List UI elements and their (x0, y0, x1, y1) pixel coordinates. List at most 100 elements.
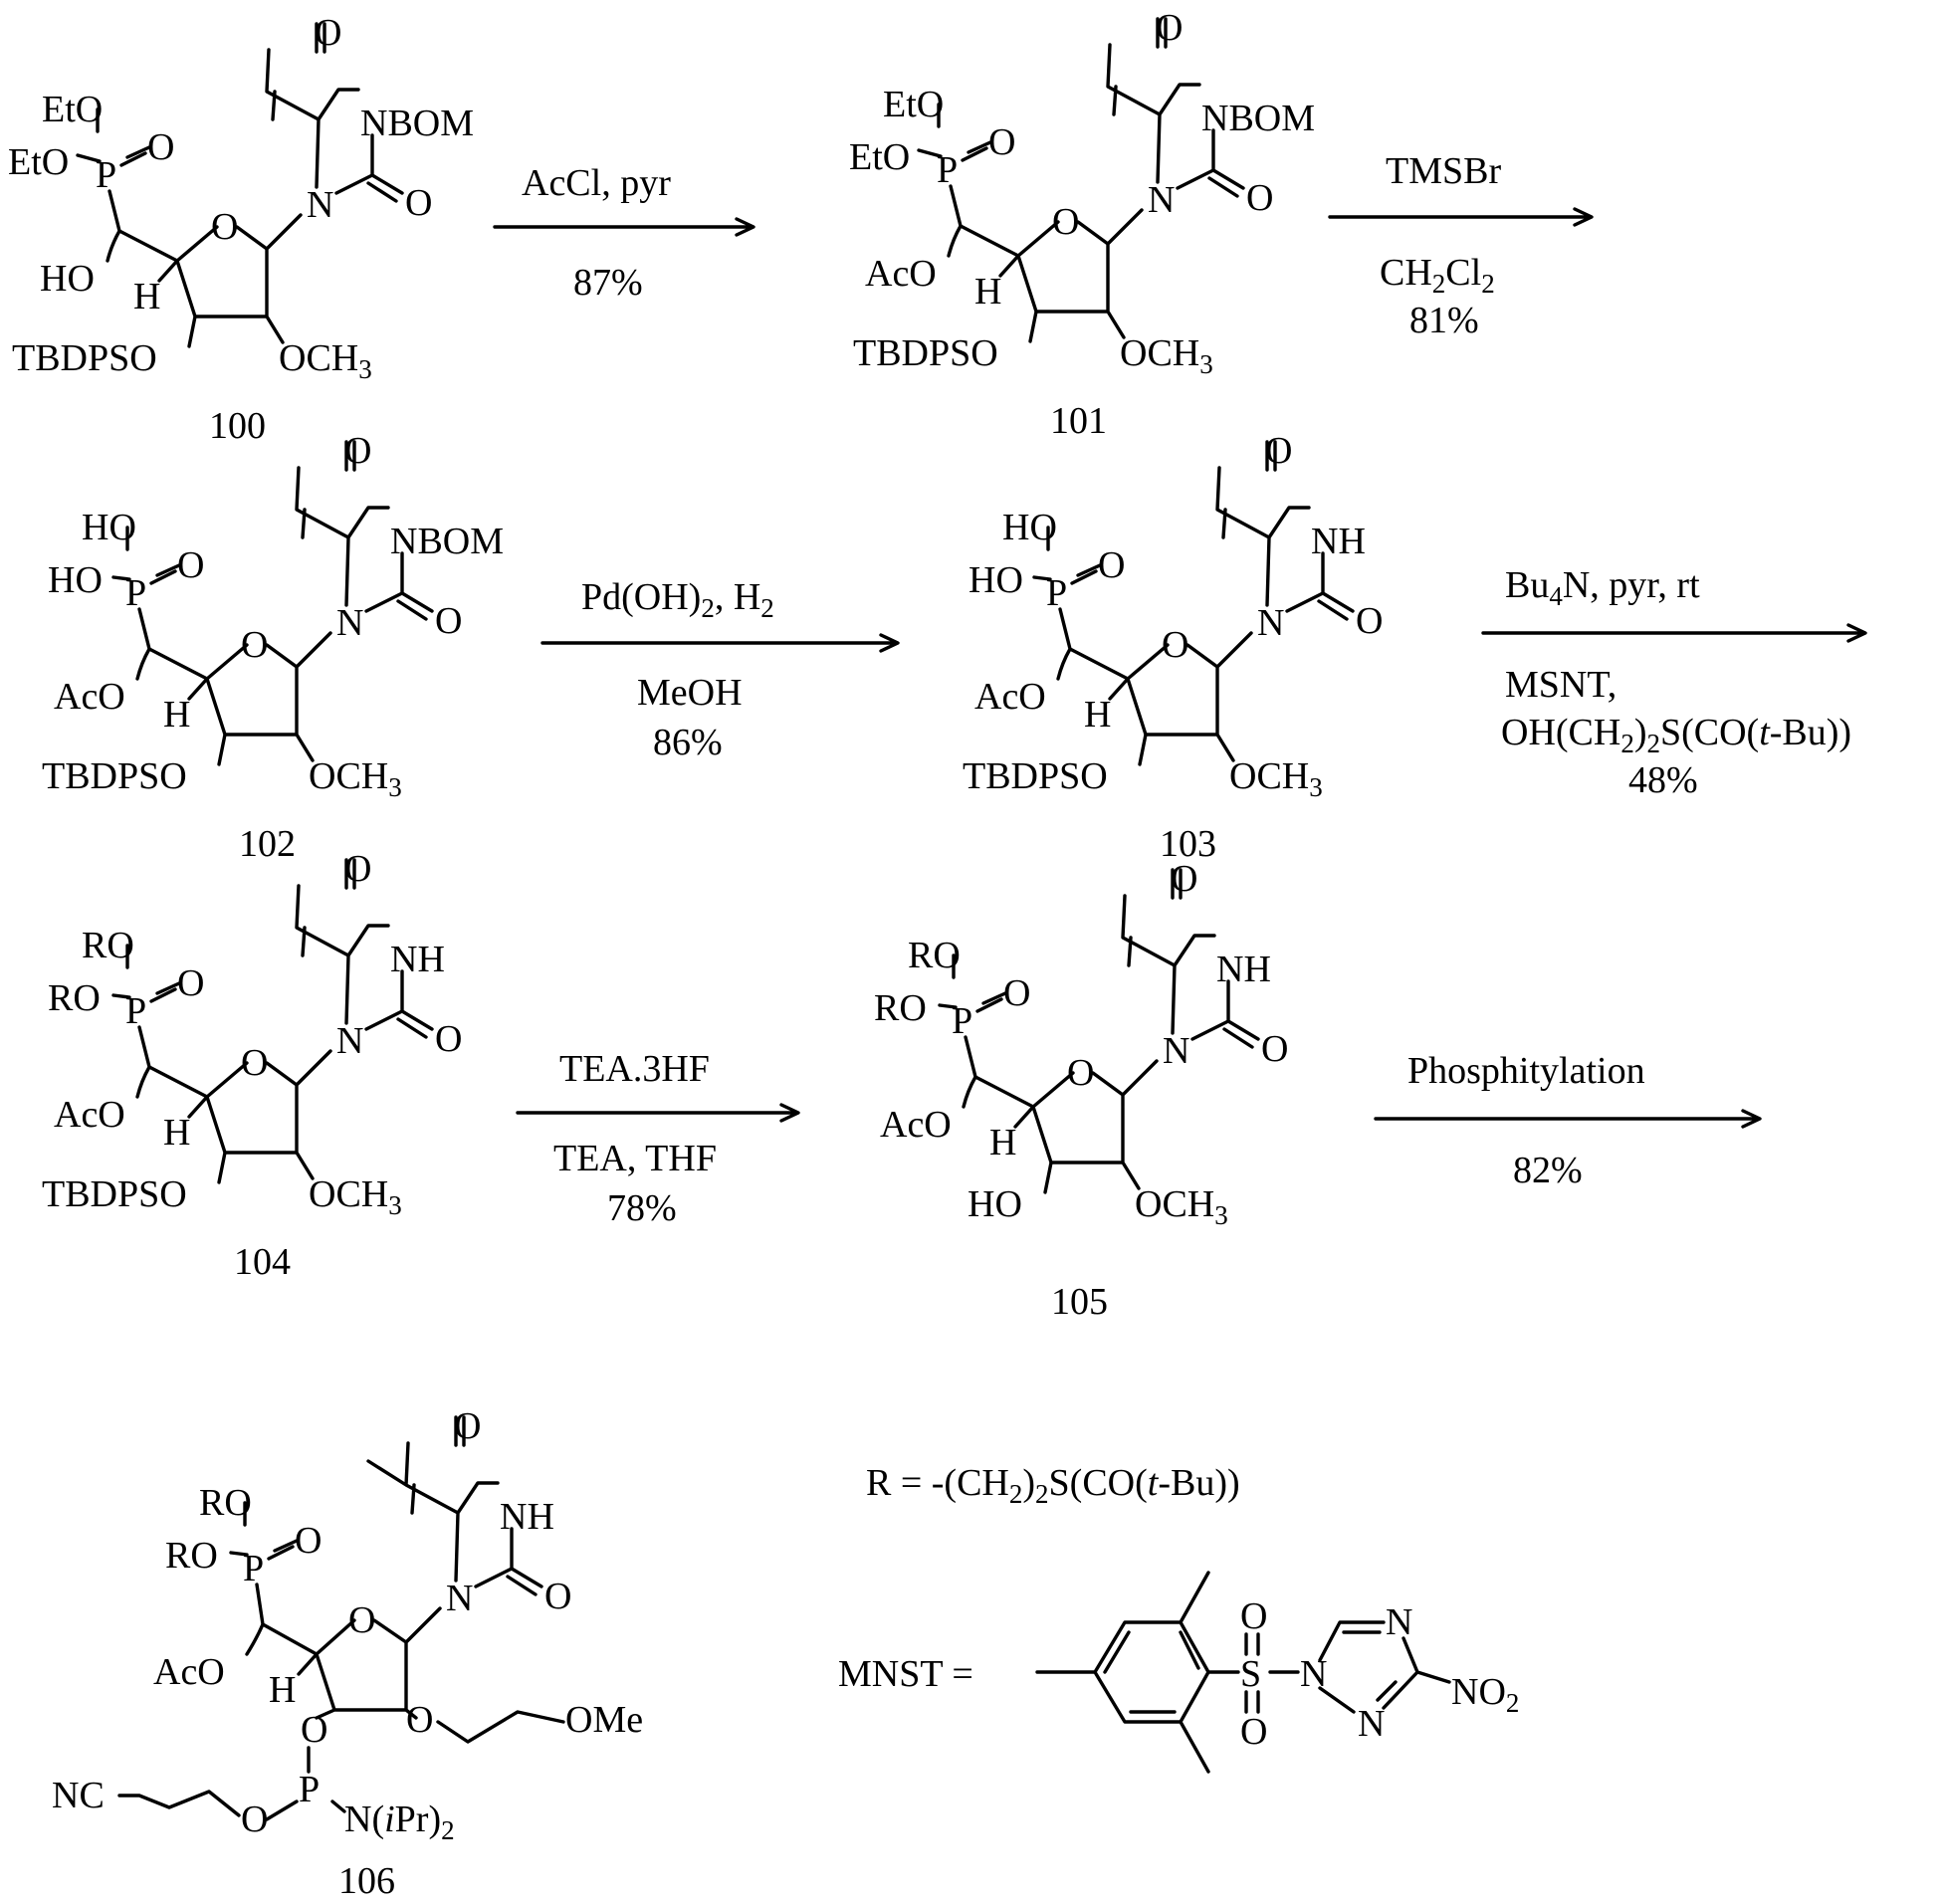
c2-ether-oxygen: O (406, 1699, 433, 1741)
compound-number: 102 (239, 823, 296, 865)
n1-atom: N (446, 1578, 473, 1619)
c4-oxygen: O (344, 848, 371, 890)
arrow-shape (1330, 209, 1592, 225)
compound-100: EtO EtO P O HO H O TBDPSO OCH3 N NBOM O … (8, 12, 474, 447)
phos-substituent-2: EtO (849, 136, 910, 178)
n1-atom: N (336, 602, 363, 644)
reaction-3-solvent: MeOH (637, 672, 743, 714)
phosphoryl-oxygen: O (177, 544, 204, 586)
bond-lines (113, 442, 432, 764)
reaction-arrow-2: TMSBr CH2Cl2 81% (1330, 150, 1592, 341)
n1-atom: N (1163, 1030, 1189, 1072)
compound-106: RO RO P O AcO H O N NH O O O O OMe P O N… (52, 1405, 643, 1902)
h-atom: H (133, 276, 160, 317)
reaction-4-reagents: Bu4N, pyr, rt (1505, 564, 1700, 611)
alpha-substituent: AcO (54, 676, 125, 718)
c4-oxygen: O (1171, 858, 1197, 900)
nitrile-group: NC (52, 1775, 105, 1816)
reaction-6-reagents: Phosphitylation (1407, 1050, 1645, 1092)
triazole-n2: N (1358, 1703, 1385, 1745)
phos-substituent-2: HO (48, 559, 103, 601)
triazole-ring (1320, 1622, 1449, 1712)
sugar3-substituent: TBDPSO (42, 755, 187, 797)
sugar2-substituent: OCH3 (1229, 755, 1323, 802)
c4-oxygen: O (1156, 7, 1183, 49)
nitro-group: NO2 (1451, 1671, 1519, 1718)
imide-n-substituent: NH (390, 939, 445, 980)
bond-lines (1034, 442, 1353, 764)
bond-lines (940, 870, 1258, 1192)
arrow-shape (495, 219, 754, 235)
reaction-1-yield: 87% (573, 262, 643, 304)
c4-oxygen: O (454, 1405, 481, 1447)
sugar2-substituent: OCH3 (309, 1173, 402, 1220)
reaction-4-yield: 48% (1628, 759, 1698, 801)
mnst-label: MNST = (838, 1653, 973, 1695)
compound-105: RO RO P O AcO H O HO OCH3 N NH O O 105 (874, 858, 1288, 1323)
methoxy-group: OMe (565, 1699, 643, 1741)
compound-number: 100 (209, 405, 266, 447)
reaction-arrow-4: Bu4N, pyr, rt MSNT, OH(CH2)2S(CO(t-Bu)) … (1483, 564, 1865, 801)
sugar2-substituent: OCH3 (279, 337, 372, 384)
reaction-6-yield: 82% (1513, 1150, 1583, 1191)
imide-n-substituent: NH (1216, 949, 1271, 990)
h-atom: H (163, 694, 190, 736)
phos-substituent-2: RO (874, 987, 927, 1029)
c2-oxygen: O (1356, 600, 1383, 642)
h-atom: H (163, 1112, 190, 1154)
imide-n-substituent: NBOM (1201, 98, 1315, 139)
imide-n-substituent: NH (500, 1496, 554, 1538)
triazole-n4: N (1386, 1601, 1412, 1643)
alpha-substituent: HO (40, 258, 95, 300)
bond-lines (113, 860, 432, 1182)
reaction-arrow-3: Pd(OH)2, H2 MeOH 86% (542, 576, 898, 763)
sugar2-substituent: OCH3 (1120, 332, 1213, 379)
imide-n-substituent: NBOM (390, 521, 504, 562)
bond-lines (919, 19, 1243, 341)
diisopropylamino-group: N(iPr)2 (344, 1798, 455, 1845)
c2-oxygen: O (405, 182, 432, 224)
h-atom: H (989, 1122, 1016, 1164)
compound-number: 106 (338, 1860, 395, 1902)
reaction-5-reagents: TEA.3HF (559, 1048, 710, 1090)
h-atom: H (1084, 694, 1111, 736)
alpha-substituent: AcO (880, 1104, 952, 1146)
phos-substituent-1: EtO (42, 89, 103, 130)
phos-substituent-2: HO (969, 559, 1023, 601)
sugar3-substituent: TBDPSO (853, 332, 998, 374)
arrow-shape (1483, 625, 1865, 641)
c4-oxygen: O (315, 12, 341, 54)
reaction-3-yield: 86% (653, 722, 723, 763)
sugar2-substituent: OCH3 (1135, 1183, 1228, 1230)
reaction-4-reagent-2: MSNT, (1505, 664, 1617, 706)
compound-number: 104 (234, 1241, 291, 1283)
sulfonyl-oxygen-top: O (1240, 1595, 1267, 1637)
phosphoryl-oxygen: O (295, 1520, 322, 1562)
sulfonyl-oxygen-bottom: O (1240, 1711, 1267, 1753)
bond-lines (78, 24, 402, 346)
reaction-3-reagents: Pd(OH)2, H2 (581, 576, 774, 623)
sugar2-substituent: OCH3 (309, 755, 402, 802)
sugar3-substituent: TBDPSO (42, 1173, 187, 1215)
phosphoryl-oxygen: O (177, 962, 204, 1004)
arrow-shape (518, 1105, 798, 1121)
h-atom: H (974, 271, 1001, 313)
phosphite-phosphorus: P (299, 1769, 320, 1810)
reaction-2-reagents: TMSBr (1386, 150, 1501, 192)
phosphoryl-oxygen: O (1003, 972, 1030, 1014)
phos-substituent-2: RO (48, 977, 101, 1019)
reaction-arrow-6: Phosphitylation 82% (1376, 1050, 1760, 1191)
compound-102: HO HO P O AcO H O TBDPSO OCH3 N NBOM O O… (42, 430, 504, 865)
mnst-definition: MNST = S O O N N N NO2 (838, 1573, 1519, 1772)
r-group-text: R = -(CH2)2S(CO(t-Bu)) (866, 1462, 1240, 1509)
imide-n-substituent: NH (1311, 521, 1366, 562)
reaction-2-solvent: CH2Cl2 (1380, 252, 1495, 299)
imide-n-substituent: NBOM (360, 103, 474, 144)
phosphoryl-oxygen: O (988, 121, 1015, 163)
arrow-shape (542, 635, 898, 651)
c2-oxygen: O (544, 1576, 571, 1617)
mesityl-ring (1037, 1573, 1238, 1772)
r-group-definition: R = -(CH2)2S(CO(t-Bu)) (866, 1462, 1240, 1509)
reaction-1-reagents: AcCl, pyr (522, 162, 671, 204)
